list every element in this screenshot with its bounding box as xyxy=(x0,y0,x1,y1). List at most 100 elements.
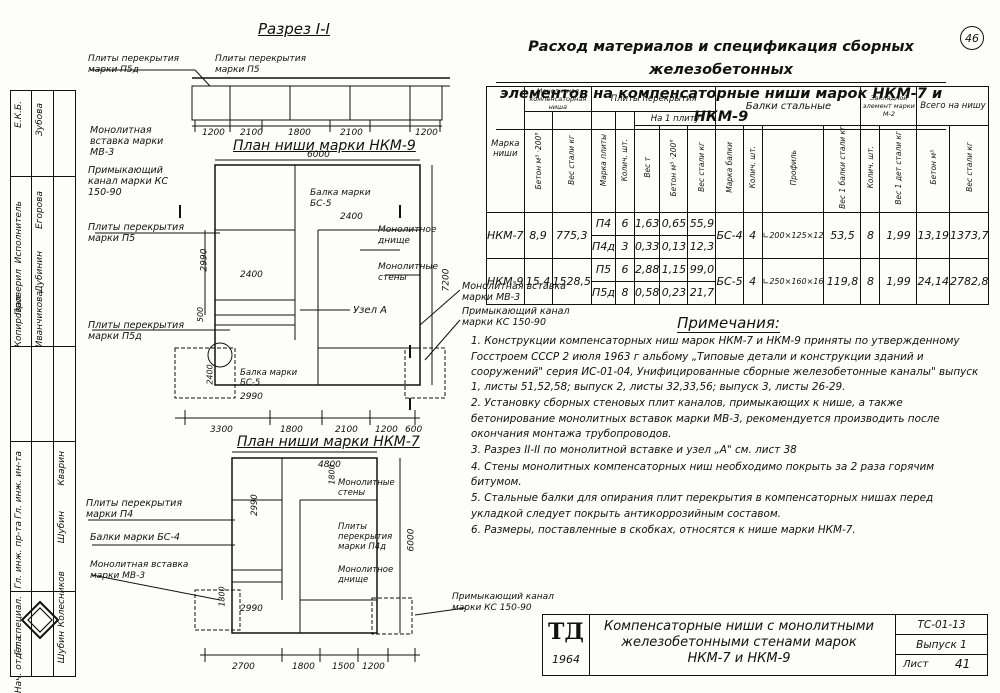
cell-plate-mark: П5 xyxy=(591,257,616,282)
title-block-divider xyxy=(895,615,896,675)
cell-steel: 775,3 xyxy=(551,211,593,259)
dim: 2990 xyxy=(249,494,260,516)
cell-total-b: 13,19 xyxy=(916,211,950,259)
th-emb-qty-text: Колич. шт. xyxy=(865,146,875,189)
label-beam-bs5-b: Балка марки БС-5 xyxy=(240,368,298,388)
th-total-text: Всего на нишу xyxy=(920,101,986,111)
dim: 1200 xyxy=(362,662,385,672)
label-adj-channel-2: Примыкающий канал марки КС 150-90 xyxy=(462,306,570,328)
dim: 2990 xyxy=(199,248,210,272)
th-emb: Закладной элемент марки М-2 xyxy=(860,86,918,126)
th-beam-mark-text: Марка балки xyxy=(725,142,735,193)
dim: 1800 xyxy=(288,128,311,138)
dim: 500 xyxy=(196,306,206,323)
dim: 1800 xyxy=(217,586,227,607)
label-mono-insert-3: Монолитная вставка марки МВ-3 xyxy=(90,560,189,581)
th-beams-text: Балки стальные xyxy=(745,100,832,112)
sheet-label: Лист xyxy=(903,659,929,670)
side-row-line xyxy=(11,591,75,592)
dim: 1500 xyxy=(332,662,355,672)
label-node-a: Узел А xyxy=(353,305,387,316)
th-steel2: Вес стали кг xyxy=(687,125,717,213)
table-row: П4д 3 0,33 0,13 12,3 xyxy=(487,234,989,259)
th-beam-w: Вес 1 балки стали кг xyxy=(823,125,862,213)
notes-title-text: Примечания: xyxy=(677,314,780,333)
dim: 6000 xyxy=(406,528,417,552)
th-beton-text: Бетон м³ ·200° xyxy=(533,131,543,190)
dim: 2100 xyxy=(340,128,363,138)
cell-total-b: 24,14 xyxy=(916,257,950,305)
th-mono-text: Монолитная компенсаторная ниша xyxy=(529,87,587,111)
dim: 2400 xyxy=(205,364,215,385)
th-beam-mark: Марка балки xyxy=(715,125,744,213)
section-title: Разрез I-I xyxy=(258,20,330,38)
cell-beam: БС-4 xyxy=(715,211,744,259)
cell-emb-w: 1,99 xyxy=(879,211,918,259)
dim: 4800 xyxy=(318,460,341,470)
label-adj-channel: Примыкающий канал марки КС 150-90 xyxy=(88,165,169,198)
series-code: ТС-01-13 xyxy=(896,615,987,635)
cell-beam-qty: 4 xyxy=(742,257,763,305)
dim: 1200 xyxy=(375,425,398,435)
th-plate-mark: Марка плиты xyxy=(591,111,616,213)
cell-plate-b: 1,15 xyxy=(659,257,689,282)
dim: 2400 xyxy=(240,270,263,280)
cell-plate-b: 0,13 xyxy=(659,234,689,259)
dim: 2100 xyxy=(240,128,263,138)
th-steel2-text: Вес стали кг xyxy=(697,142,707,193)
side-row-line xyxy=(11,176,75,177)
label-mono-bottom: Монолитное днище xyxy=(378,225,437,246)
cell-steel: 1528,5 xyxy=(551,257,593,305)
th-steel-text: Вес стали кг xyxy=(567,135,577,186)
th-total-s-text: Вес стали кг xyxy=(964,142,974,193)
side-col-line xyxy=(31,91,32,676)
cell-plate-mark: П5д xyxy=(591,280,616,305)
cell-profile: ∟200×125×12 xyxy=(761,211,825,259)
issue-number: Выпуск 1 xyxy=(896,635,987,655)
th-qty-text: Колич. шт. xyxy=(620,139,630,182)
table-row: НКМ-7 8,9 775,3 П4 6 1,63 0,65 55,9 БС-4… xyxy=(486,211,990,259)
cell-plate-s: 21,7 xyxy=(687,280,717,305)
label-beam-bs5: Балка марки БС-5 xyxy=(310,188,371,209)
cell-beam-qty: 4 xyxy=(742,211,763,259)
cell-profile: ∟250×160×16 xyxy=(761,257,825,305)
th-qty: Колич. шт. xyxy=(614,111,635,213)
th-beton: Бетон м³ ·200° xyxy=(523,111,553,213)
th-total-b-text: Бетон м³ xyxy=(928,150,938,185)
cell-plate-w: 0,58 xyxy=(633,280,661,305)
side-row-line xyxy=(11,346,75,347)
label-plates-p5: Плиты перекрытия марки П5 xyxy=(215,54,307,75)
label-mono-walls: Монолитные стены xyxy=(378,262,439,283)
note-item: 1. Конструкции компенсаторных ниш марок … xyxy=(471,335,979,394)
dim: 3300 xyxy=(210,425,233,435)
dim: 1800 xyxy=(280,425,303,435)
signature-side-table: Е.К.Б. Зубова Исполнитель Проверил Копир… xyxy=(10,90,76,693)
drawing-title: Компенсаторные ниши с монолитными железо… xyxy=(603,619,875,666)
th-total: Всего на нишу xyxy=(916,86,990,126)
th-total-b: Бетон м³ xyxy=(916,125,950,213)
title-block-divider xyxy=(589,615,590,675)
dim: 2100 xyxy=(335,425,358,435)
dim: 6000 xyxy=(307,150,330,160)
th-plates: Плиты перекрытия xyxy=(591,86,717,112)
th-beam-qty-text: Колич. шт. xyxy=(748,146,758,189)
dim: 2990 xyxy=(240,392,263,402)
side-col-line xyxy=(53,91,54,676)
label-adj-channel-3: Примыкающий канал марки КС 150-90 xyxy=(452,592,554,613)
notes-title: Примечания: xyxy=(471,314,986,333)
org-year: 1964 xyxy=(552,653,580,666)
th-plates-text: Плиты перекрытия xyxy=(610,94,697,104)
th-total-s: Вес стали кг xyxy=(948,125,990,213)
dim: 1800 xyxy=(292,662,315,672)
side-row-line xyxy=(11,441,75,442)
sheet-value: 41 xyxy=(955,657,971,671)
dim: 1800 xyxy=(327,464,337,485)
dim: 7200 xyxy=(441,268,452,292)
label-plates-p4d: Плиты перекрытия марки П4д xyxy=(338,522,393,552)
dim: 2400 xyxy=(340,212,363,222)
dim: 1200 xyxy=(415,128,438,138)
th-beam-qty: Колич. шт. xyxy=(742,125,763,213)
dim: 2700 xyxy=(232,662,255,672)
cell-plate-b: 0,23 xyxy=(659,280,689,305)
